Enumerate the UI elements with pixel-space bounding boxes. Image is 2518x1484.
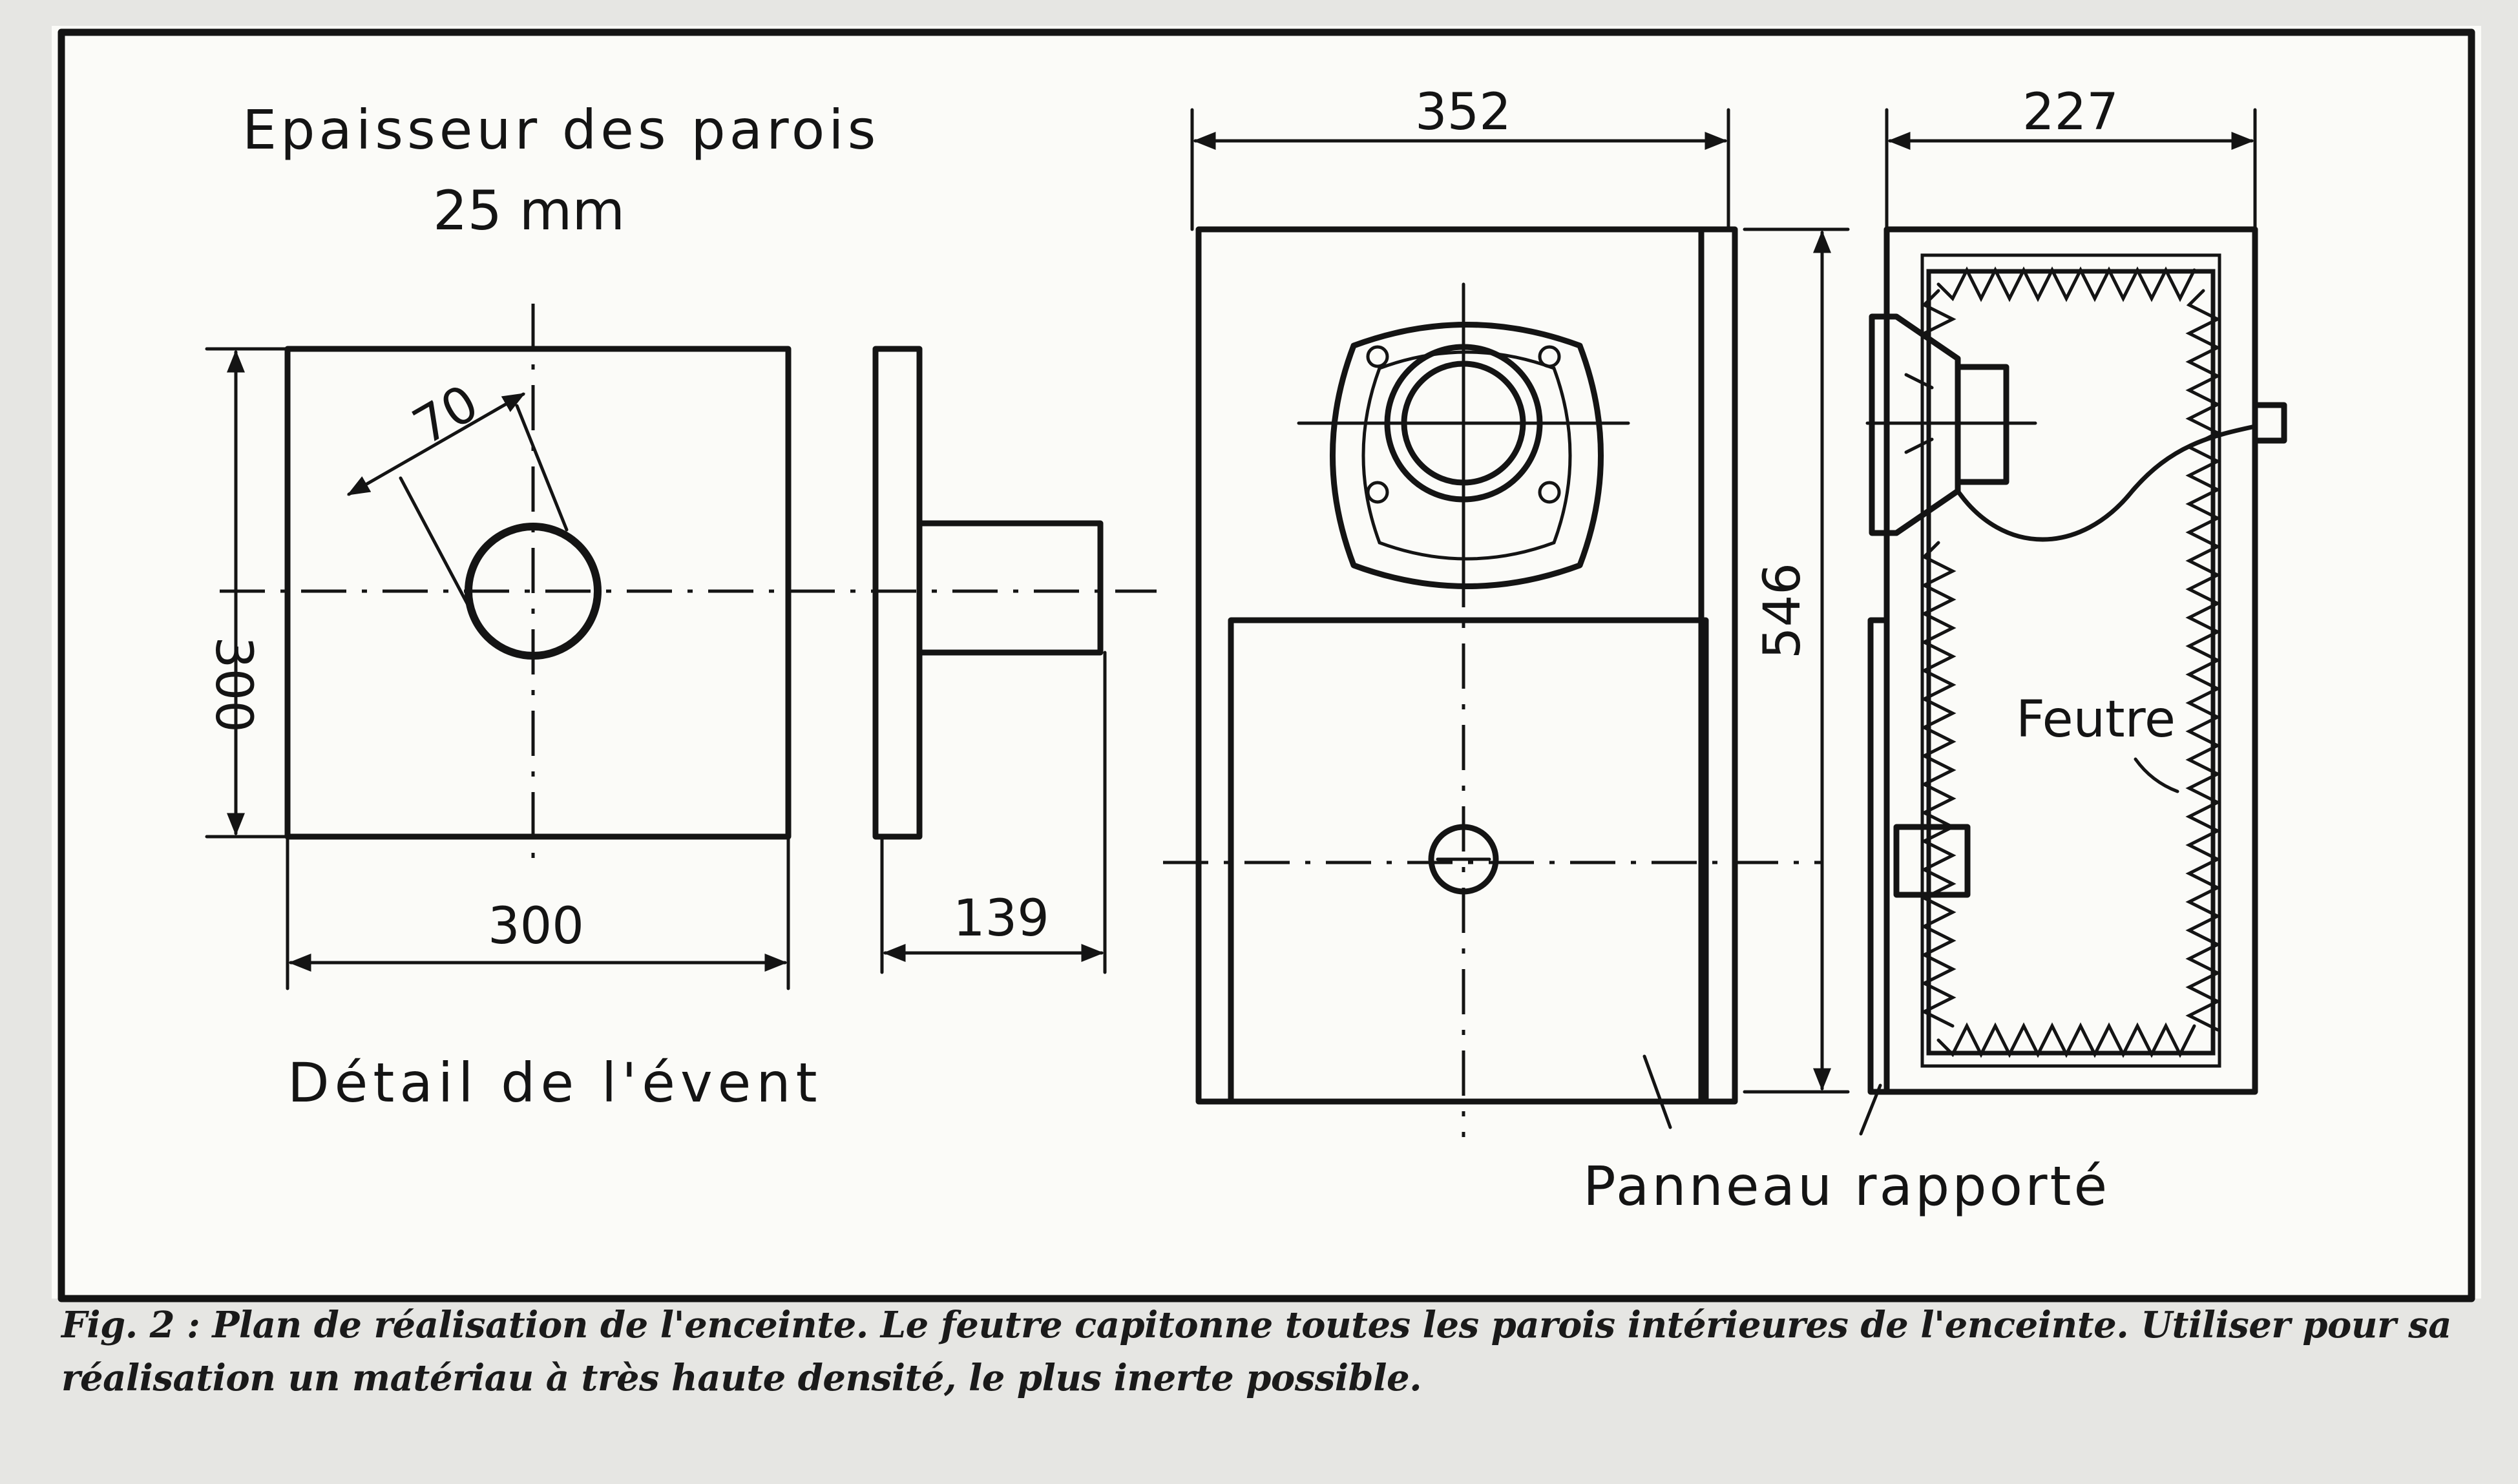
vent-detail-label: Détail de l'évent bbox=[288, 1051, 823, 1114]
screw-hole-top-right bbox=[1538, 345, 1561, 368]
felt-label: Feutre bbox=[2016, 691, 2176, 749]
section-speaker-detail bbox=[1904, 373, 1934, 390]
added-panel-leader-side bbox=[1859, 1083, 1882, 1136]
section-speaker-detail bbox=[1904, 437, 1934, 454]
felt-zigzag-pattern bbox=[1920, 266, 2221, 1058]
vent-tube-depth-label: 139 bbox=[953, 890, 1049, 948]
felt-zigzag-segment bbox=[1920, 541, 1957, 1028]
paper bbox=[52, 26, 2481, 1299]
felt-lining bbox=[1926, 269, 2216, 1056]
enclosure-depth-label: 227 bbox=[2022, 83, 2119, 141]
vent-panel-height-label: 300 bbox=[204, 636, 262, 733]
felt-leader bbox=[2134, 757, 2179, 793]
wall-thickness-value: 25 mm bbox=[433, 179, 625, 242]
vent-side-view: 139 bbox=[872, 346, 1107, 974]
added-panel-outline bbox=[1228, 617, 1709, 1105]
enclosure-outline bbox=[1195, 226, 1738, 1105]
diameter-extension-1 bbox=[399, 476, 476, 618]
vent-tube bbox=[916, 520, 1104, 656]
felt-zigzag-segment bbox=[2185, 289, 2221, 1032]
added-panel-leader-front bbox=[1642, 1054, 1672, 1129]
screw-hole-top-left bbox=[1366, 345, 1389, 368]
vent-panel-outline bbox=[284, 346, 792, 840]
felt-zigzag-segment bbox=[1921, 289, 1957, 335]
enclosure-width-label: 352 bbox=[1415, 83, 1511, 141]
figure-caption: Fig. 2 : Plan de réalisation de l'encein… bbox=[61, 1299, 2510, 1405]
felt-zigzag-segment bbox=[1936, 1022, 2196, 1058]
enclosure-front-view: 352 546 bbox=[1163, 83, 1850, 1137]
caption-figure-number: Fig. 2 : bbox=[61, 1304, 200, 1346]
section-outline bbox=[1883, 226, 2258, 1095]
vent-panel-width-label: 300 bbox=[488, 897, 584, 956]
diameter-dimension-line bbox=[346, 392, 526, 496]
screw-hole-bottom-left bbox=[1366, 481, 1389, 504]
added-panel-label: Panneau rapporté bbox=[1583, 1155, 2110, 1218]
enclosure-height-label: 546 bbox=[1754, 563, 1812, 659]
caption-text: Plan de réalisation de l'enceinte. Le fe… bbox=[61, 1304, 2451, 1399]
enclosure-side-section: 227 Feutre bbox=[1859, 83, 2287, 1136]
screw-hole-bottom-right bbox=[1538, 481, 1561, 504]
wall-thickness-label: Epaisseur des parois bbox=[242, 98, 879, 162]
figure-frame bbox=[58, 28, 2475, 1302]
speaker-frame bbox=[1330, 322, 1604, 589]
felt-zigzag-segment bbox=[1936, 266, 2196, 302]
terminal-connector bbox=[2252, 402, 2287, 444]
